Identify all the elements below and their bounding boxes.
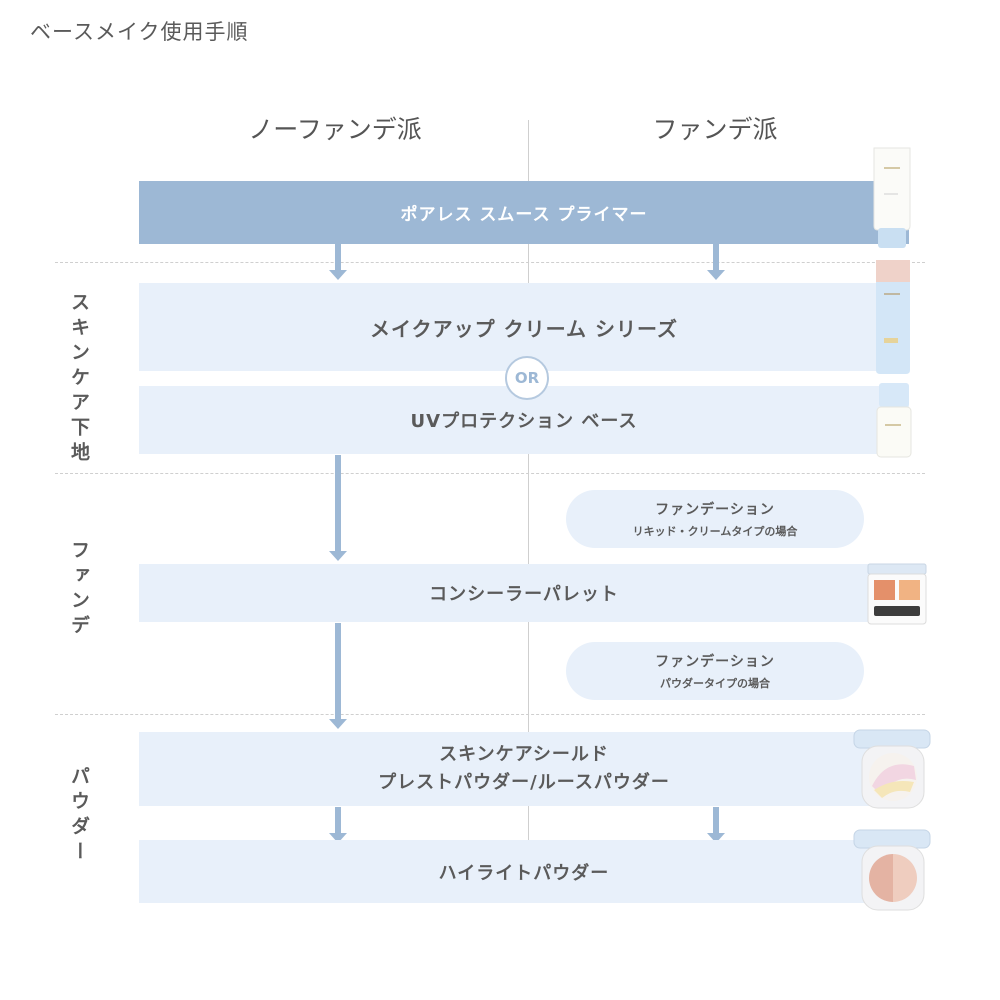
powder-compact-icon <box>853 729 931 809</box>
primer-tube-icon <box>873 147 911 248</box>
or-badge-label: OR <box>514 369 540 387</box>
step-foundation-powder: ファンデーション パウダータイプの場合 <box>566 642 864 700</box>
step-foundation-liquid-note: リキッド・クリームタイプの場合 <box>632 525 798 538</box>
arrow-down-icon <box>707 807 725 845</box>
arrow-down-icon <box>329 244 347 282</box>
arrow-down-icon <box>329 455 347 563</box>
section-label-powder: パウダー <box>66 766 92 866</box>
concealer-palette-icon <box>867 563 927 625</box>
or-badge: OR <box>505 356 549 400</box>
section-divider <box>55 714 925 715</box>
column-divider <box>528 120 529 840</box>
arrow-down-icon <box>329 807 347 845</box>
cream-tube-icon <box>876 260 910 374</box>
section-divider <box>55 262 925 263</box>
column-heading-no-foundation: ノーファンデ派 <box>248 115 422 144</box>
step-primer: ポアレス スムース プライマー <box>139 181 909 244</box>
step-concealer-label: コンシーラーパレット <box>429 584 619 605</box>
uv-bottle-icon <box>876 383 912 458</box>
step-primer-label: ポアレス スムース プライマー <box>400 205 648 225</box>
section-divider <box>55 473 925 474</box>
step-skincare-shield: スキンケアシールド プレストパウダー/ルースパウダー <box>139 732 909 806</box>
step-foundation-liquid-title: ファンデーション <box>655 502 775 518</box>
section-label-text: ファンデ <box>68 540 90 640</box>
column-heading-foundation: ファンデ派 <box>652 115 778 144</box>
page-title: ベースメイク使用手順 <box>30 20 249 44</box>
step-highlight: ハイライトパウダー <box>139 840 909 903</box>
step-makeup-cream-label: メイクアップ クリーム シリーズ <box>370 316 678 341</box>
section-label-skincare-base: スキンケア下地 <box>66 292 92 467</box>
step-foundation-liquid: ファンデーション リキッド・クリームタイプの場合 <box>566 490 864 548</box>
step-foundation-powder-title: ファンデーション <box>655 654 775 670</box>
section-label-foundation: ファンデ <box>66 540 92 640</box>
step-uv-base-label: UVプロテクション ベース <box>410 411 638 432</box>
section-label-text: スキンケア下地 <box>68 292 90 467</box>
step-concealer: コンシーラーパレット <box>139 564 909 622</box>
step-foundation-powder-note: パウダータイプの場合 <box>660 677 770 690</box>
step-skincare-shield-line1: スキンケアシールド <box>439 744 609 765</box>
section-label-text: パウダー <box>68 766 90 866</box>
step-uv-base: UVプロテクション ベース <box>139 386 909 454</box>
arrow-down-icon <box>707 244 725 282</box>
step-highlight-label: ハイライトパウダー <box>438 862 610 884</box>
step-skincare-shield-line2: プレストパウダー/ルースパウダー <box>378 772 670 793</box>
highlight-compact-icon <box>853 829 931 911</box>
arrow-down-icon <box>329 623 347 731</box>
